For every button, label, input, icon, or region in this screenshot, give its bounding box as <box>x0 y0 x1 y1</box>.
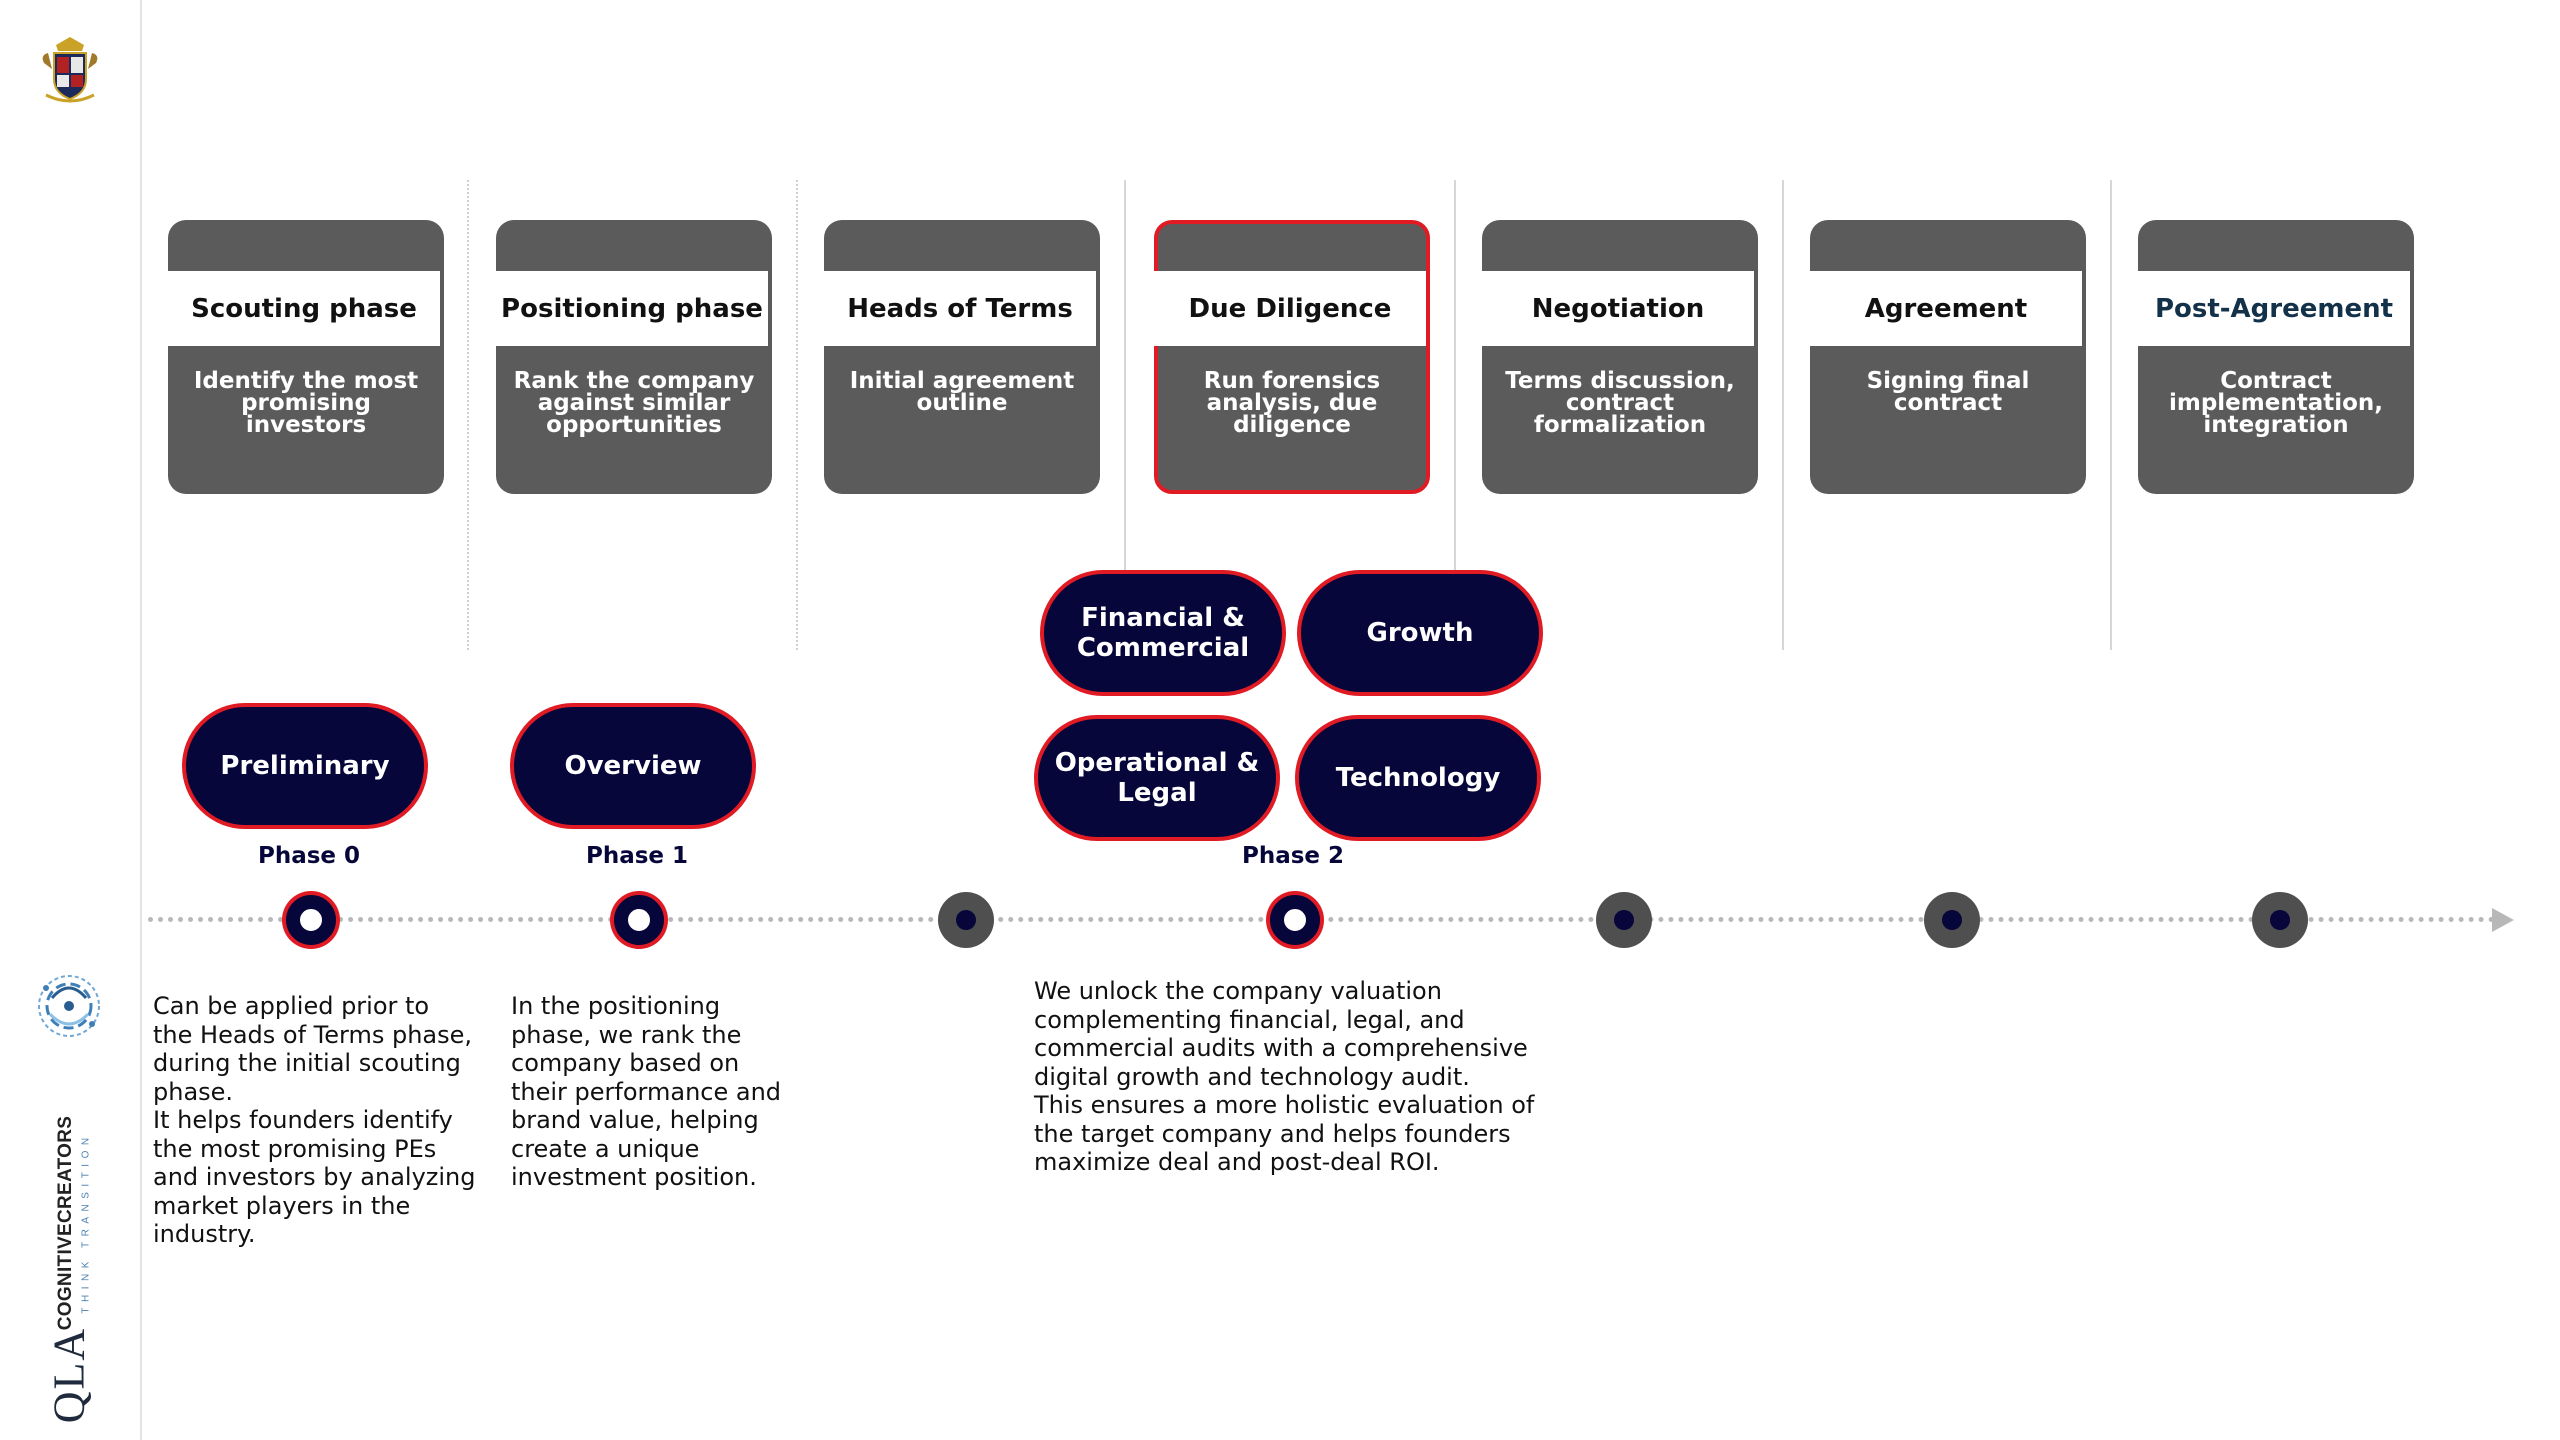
timeline-node-phase0 <box>286 895 336 945</box>
card-description: Identify the most promising investors <box>193 368 419 438</box>
column-separator <box>2110 180 2112 650</box>
crest-icon <box>38 35 102 107</box>
timeline-node-post-agreement <box>2252 892 2308 948</box>
card-description: Contract implementation, integration <box>2168 368 2384 438</box>
card-title: Agreement <box>1810 271 2082 346</box>
pill-operational-legal: Operational & Legal <box>1034 715 1280 841</box>
card-description: Terms discussion, contract formalization <box>1505 368 1735 438</box>
card-positioning-phase: Positioning phase Rank the company again… <box>496 220 772 494</box>
card-heads-of-terms: Heads of Terms Initial agreement outline <box>824 220 1100 494</box>
phase-label-0: Phase 0 <box>257 843 361 869</box>
timeline-node-agreement <box>1924 892 1980 948</box>
description-phase0: Can be applied prior to the Heads of Ter… <box>153 992 476 1248</box>
card-agreement: Agreement Signing final contract <box>1810 220 2086 494</box>
qla-logo-text: QLA <box>44 1326 94 1424</box>
phase-label-2: Phase 2 <box>1241 843 1345 869</box>
card-title: Scouting phase <box>168 271 440 346</box>
timeline-node-phase1 <box>614 895 664 945</box>
pill-growth: Growth <box>1297 570 1543 696</box>
timeline-node-heads-of-terms <box>938 892 994 948</box>
timeline-line <box>148 917 2506 922</box>
timeline-arrow-icon <box>2492 908 2514 932</box>
card-description: Signing final contract <box>1866 368 2030 416</box>
pill-financial-commercial: Financial & Commercial <box>1040 570 1286 696</box>
phase-label-1: Phase 1 <box>585 843 689 869</box>
card-scouting-phase: Scouting phase Identify the most promisi… <box>168 220 444 494</box>
card-title: Heads of Terms <box>824 271 1096 346</box>
description-phase2: We unlock the company valuation compleme… <box>1034 977 1535 1176</box>
column-separator <box>1454 180 1456 570</box>
swirl-icon <box>32 968 106 1044</box>
card-title: Negotiation <box>1482 271 1754 346</box>
column-separator <box>467 180 469 650</box>
pill-preliminary: Preliminary <box>182 703 428 829</box>
timeline-node-phase2 <box>1270 895 1320 945</box>
timeline-node-negotiation <box>1596 892 1652 948</box>
card-description: Initial agreement outline <box>849 368 1075 416</box>
pill-overview: Overview <box>510 703 756 829</box>
qla-logo: QLA <box>44 1320 94 1430</box>
column-separator <box>1124 180 1126 570</box>
brand-tagline: THINK TRANSITION <box>80 1132 92 1314</box>
card-negotiation: Negotiation Terms discussion, contract f… <box>1482 220 1758 494</box>
sidebar-divider <box>140 0 142 1440</box>
card-due-diligence: Due Diligence Run forensics analysis, du… <box>1154 220 1430 494</box>
card-description: Run forensics analysis, due diligence <box>1203 368 1381 438</box>
description-phase1: In the positioning phase, we rank the co… <box>511 992 782 1191</box>
card-title: Due Diligence <box>1154 271 1426 346</box>
column-separator <box>796 180 798 650</box>
card-title: Post-Agreement <box>2138 271 2410 346</box>
column-separator <box>1782 180 1784 650</box>
card-post-agreement: Post-Agreement Contract implementation, … <box>2138 220 2414 494</box>
pill-technology: Technology <box>1295 715 1541 841</box>
card-title: Positioning phase <box>496 271 768 346</box>
card-description: Rank the company against similar opportu… <box>513 368 755 438</box>
